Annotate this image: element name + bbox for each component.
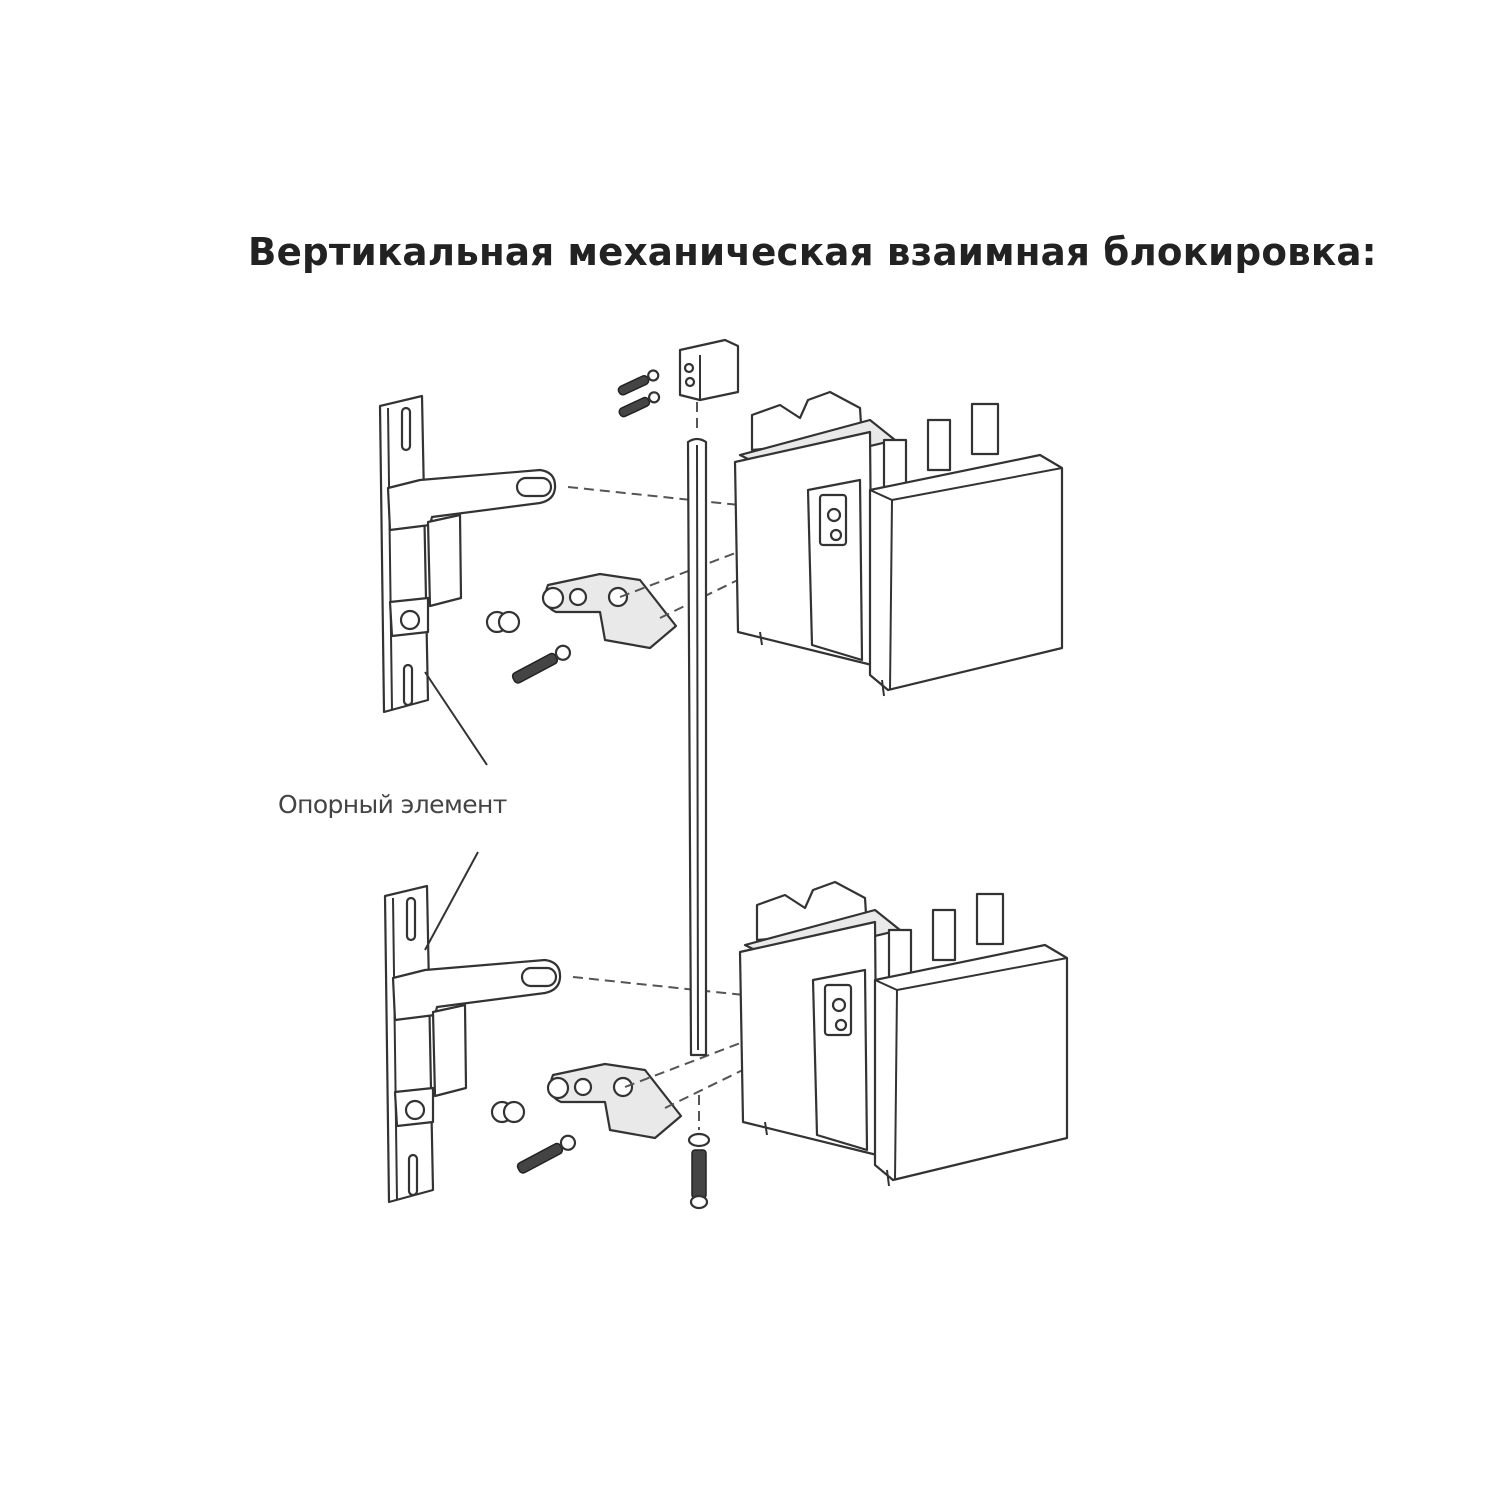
upper-assembly [378, 390, 1064, 714]
support-element-label: Опорный элемент [278, 790, 507, 819]
lower-assembly [383, 880, 1069, 1204]
diagram-title: Вертикальная механическая взаимная блоки… [248, 230, 1377, 274]
callout-leader-lower [424, 851, 479, 951]
rod-bottom-bolt [687, 1095, 711, 1210]
interlock-rod [686, 437, 708, 1057]
rod-top-bracket [617, 338, 740, 432]
callout-leader-upper [424, 671, 488, 766]
